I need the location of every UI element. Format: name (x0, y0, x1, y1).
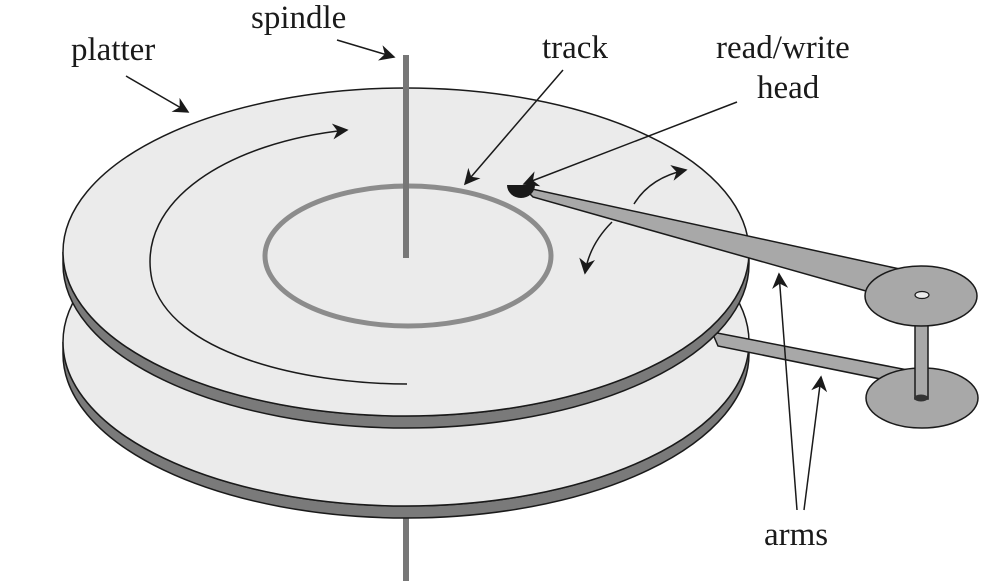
head-pointer (522, 101, 738, 187)
read-write-head (507, 185, 535, 198)
arm-pivot-base (914, 394, 928, 402)
spindle-bottom (403, 505, 409, 581)
spindle-top (403, 55, 409, 258)
spindle-label: spindle (251, 0, 346, 36)
track-label: track (542, 30, 608, 66)
arms-pointer-upper (772, 272, 798, 511)
read-write-label: read/write (716, 30, 850, 66)
head-label: head (757, 70, 820, 106)
arms-pointer-lower (803, 375, 828, 511)
arms-label: arms (764, 517, 828, 553)
arm-pivot-hole (914, 290, 930, 300)
platter-label: platter (71, 32, 155, 68)
upper-arm (520, 185, 978, 327)
lower-arm (710, 330, 979, 429)
rotation-arrow (149, 123, 408, 385)
platter-pointer (125, 75, 190, 113)
arm-swing-arrow-out (633, 165, 688, 205)
arm-swing-arrow-in (579, 221, 613, 275)
spindle-pointer (336, 39, 396, 61)
track-pointer (463, 69, 564, 186)
